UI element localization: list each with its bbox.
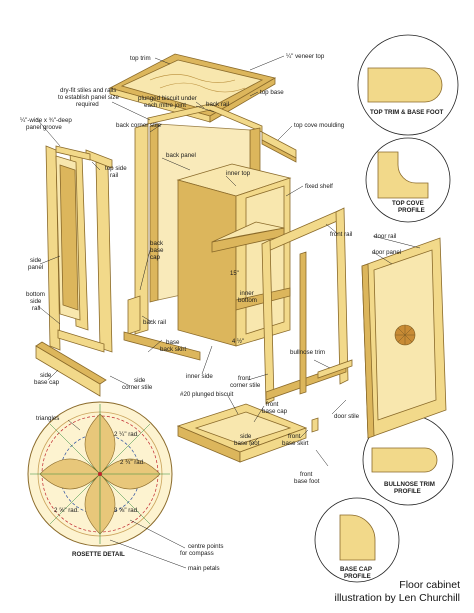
label-front-base-foot: front	[300, 471, 313, 478]
label-rosette-detail: ROSETTE DETAIL	[72, 551, 125, 558]
label-dry-fit-1: dry-fit stiles and rails	[60, 87, 116, 94]
label-rad-2-58: 2 ⅝" rad.	[54, 507, 79, 514]
label-front-rail: front rail	[330, 231, 352, 238]
label-rad-3-58: 3 ⅝" rad.	[114, 507, 139, 514]
label-side-base-cap: side	[40, 372, 52, 379]
bullnose-trim	[317, 359, 353, 379]
side-panel-assembly	[45, 145, 113, 353]
label-bottom-side-rail-3: rail	[32, 305, 40, 312]
front-frame	[261, 207, 349, 405]
front-base-pieces	[176, 403, 319, 463]
label-side-corner-stile: side	[134, 377, 146, 384]
label-back-panel: back panel	[166, 152, 196, 159]
label-back-corner-stile: back corner stile	[116, 122, 162, 129]
profile-base-cap: BASE CAP PROFILE	[314, 497, 400, 583]
rosette-detail	[27, 401, 173, 547]
profile-label-base-cap: BASE CAP	[340, 566, 372, 573]
label-side-panel: side	[30, 257, 42, 264]
profile-bullnose: BULLNOSE TRIM PROFILE	[362, 414, 454, 506]
top-cove-moulding	[261, 131, 297, 163]
label-inner-top: inner top	[226, 170, 251, 177]
label-inner-bottom: inner	[240, 290, 254, 297]
label-top-side-rail-2: rail	[110, 172, 118, 179]
label-side-base-cap-2: base cap	[34, 379, 60, 386]
label-top-trim: top trim	[130, 55, 151, 62]
label-inner-side: inner side	[186, 373, 213, 380]
label-front-corner-stile-2: corner stile	[230, 382, 261, 389]
profile-top-trim-base-foot: TOP TRIM & BASE FOOT	[357, 34, 459, 136]
label-front-base-foot-2: base foot	[294, 478, 320, 485]
profile-top-cove: TOP COVE PROFILE	[365, 137, 451, 223]
label-centre-points-2: for compass	[180, 550, 214, 557]
illustration-credit: Floor cabinet illustration by Len Church…	[335, 579, 460, 605]
label-bottom-side-rail-2: side	[30, 298, 42, 305]
label-groove-1: ¼"-wide x ¾"-deep	[20, 117, 72, 124]
label-rad-2-14: 2 ¼" rad.	[114, 431, 139, 438]
label-side-panel-2: panel	[28, 264, 43, 271]
label-triangles: triangles	[36, 415, 59, 422]
label-base-back-skirt: base	[166, 339, 180, 346]
label-base-back-skirt-2: back skirt	[160, 346, 186, 353]
label-dry-fit-3: required	[76, 101, 99, 108]
label-dimension-4-12: 4 ½"	[232, 338, 244, 345]
label-front-base-skirt: front	[288, 433, 301, 440]
label-back-base-cap: back	[150, 240, 164, 247]
profile-label-top-trim: TOP TRIM & BASE FOOT	[370, 109, 444, 116]
inner-box	[176, 163, 292, 347]
label-back-rail-lower: back rail	[143, 319, 166, 326]
label-top-cove-moulding: top cove moulding	[294, 122, 345, 129]
label-side-base-foot: side	[240, 433, 252, 440]
profile-label-base-cap-2: PROFILE	[344, 573, 371, 580]
label-veneer-top: ¼" veneer top	[286, 53, 325, 60]
side-base-cap	[35, 341, 107, 397]
label-front-base-skirt-2: base skirt	[282, 440, 309, 447]
label-groove-2: panel groove	[26, 124, 62, 131]
label-bullnose-trim: bullnose trim	[290, 349, 325, 356]
label-rad-2-34: 2 ¾" rad.	[120, 459, 145, 466]
label-fixed-shelf: fixed shelf	[305, 183, 333, 190]
label-dimension-15: 15"	[230, 271, 239, 277]
label-inner-bottom-2: bottom	[238, 297, 257, 304]
label-back-base-cap-2: base	[150, 247, 164, 254]
label-side-corner-stile-2: corner stile	[122, 384, 153, 391]
label-front-corner-stile: front	[238, 375, 251, 382]
label-dry-fit-2: to establish panel size	[58, 94, 119, 101]
profile-label-bullnose: BULLNOSE TRIM	[384, 481, 435, 488]
callout-labels: top trim ¼" veneer top top base plunged …	[20, 53, 401, 572]
label-centre-points: centre points	[188, 543, 223, 550]
label-front-base-cap-2: base cap	[262, 408, 288, 415]
label-each-mitre: each mitre joint	[144, 102, 186, 109]
label-back-rail: back rail	[206, 101, 229, 108]
leader-lines	[35, 55, 421, 569]
base-back-pieces	[123, 295, 201, 361]
label-back-base-cap-3: cap	[150, 254, 161, 261]
profile-label-top-cove-2: PROFILE	[398, 207, 425, 214]
label-door-rail: door rail	[374, 233, 396, 240]
label-door-stile: door stile	[334, 413, 360, 420]
label-front-base-cap: front	[266, 401, 279, 408]
label-plunged-biscuit-20: #20 plunged biscuit	[180, 391, 234, 398]
credit-artist: illustration by Len Churchill	[334, 592, 460, 604]
profile-label-bullnose-2: PROFILE	[394, 488, 421, 495]
label-main-petals: main petals	[188, 565, 220, 572]
label-plunged-biscuit: plunged biscuit under	[138, 95, 197, 102]
label-top-base: top base	[260, 89, 284, 96]
profile-label-top-cove: TOP COVE	[392, 200, 424, 207]
label-door-panel: door panel	[372, 249, 401, 256]
door	[361, 237, 447, 439]
label-top-side-rail: top side	[105, 165, 127, 172]
label-side-base-foot-2: base foot	[234, 440, 260, 447]
credit-title: Floor cabinet	[399, 579, 460, 591]
label-bottom-side-rail: bottom	[26, 291, 45, 298]
